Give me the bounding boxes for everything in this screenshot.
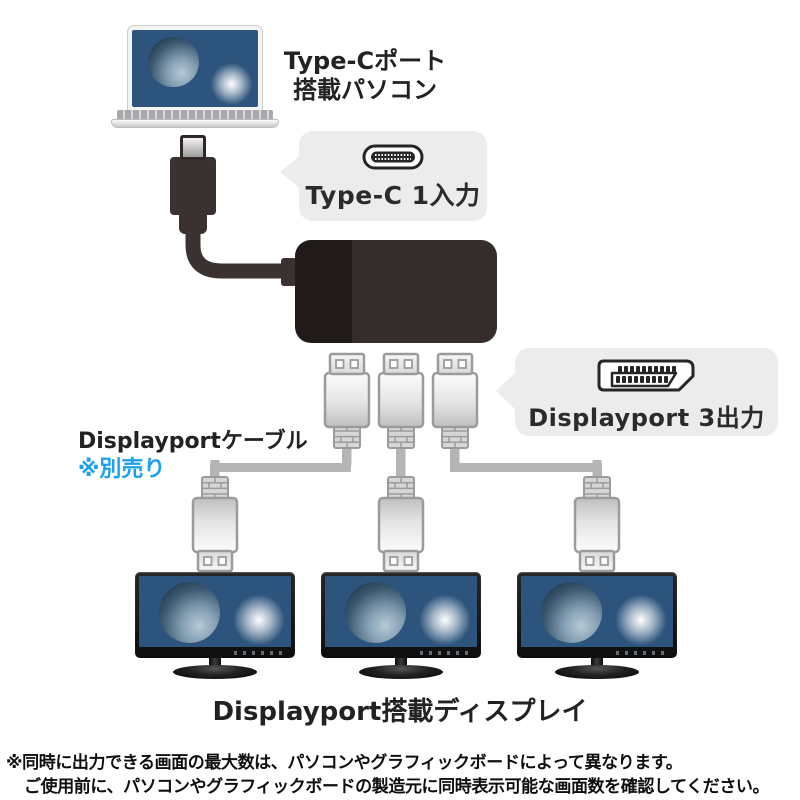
typec-callout-label: Type-C 1入力	[305, 181, 481, 210]
monitor-frame	[321, 572, 481, 658]
dp-cable-segment	[450, 463, 602, 472]
displayport-plug-down	[191, 460, 239, 573]
laptop-base	[111, 119, 279, 128]
monitor-1	[135, 572, 295, 679]
dp-cable-label: Displayportケーブル	[78, 429, 308, 454]
monitor-frame	[135, 572, 295, 658]
footnote-line2: ご使用前に、パソコンやグラフィックボードの製造元に同時表示可能な画面数を確認して…	[24, 777, 770, 797]
monitor-screen-image	[139, 576, 291, 647]
laptop-label-line2: 搭載パソコン	[293, 76, 437, 104]
laptop-screen-image	[132, 30, 258, 107]
laptop-illustration	[127, 25, 263, 112]
displayport-output-callout: Displayport 3出力	[496, 348, 778, 436]
monitor-screen-image	[521, 576, 673, 647]
usb-c-plug-neck	[179, 213, 207, 234]
laptop-label-line1: Type-Cポート	[283, 47, 447, 75]
dp-cable-segment	[210, 463, 351, 472]
monitor-screen-image	[325, 576, 477, 647]
monitor-2	[321, 572, 481, 679]
mst-adapter-illustration	[295, 240, 497, 343]
displayport-plug-up	[377, 352, 425, 465]
usb-c-plug-illustration	[170, 157, 216, 215]
displayport-plug-up	[431, 352, 479, 465]
monitor-control-buttons	[234, 651, 286, 655]
dp-cable-sold-separately-note: ※別売り	[78, 457, 166, 482]
displayport-plug-down	[573, 460, 621, 573]
laptop-keyboard	[117, 110, 273, 121]
adapter-input-stub	[281, 258, 298, 286]
laptop-label: Type-Cポート 搭載パソコン	[265, 47, 465, 105]
usb-c-cord	[185, 217, 296, 279]
displayport-port-icon	[597, 359, 694, 392]
usb-c-plug-tip	[180, 135, 206, 160]
footnote-line1: ※同時に出力できる画面の最大数は、パソコンやグラフィックボードによって異なります…	[6, 753, 683, 773]
monitor-stand-base	[555, 665, 639, 679]
monitor-3	[517, 572, 677, 679]
callout-arrow	[496, 371, 517, 411]
display-label: Displayport搭載ディスプレイ	[212, 697, 588, 727]
displayport-plug-up	[323, 352, 371, 465]
monitor-stand-base	[173, 665, 257, 679]
monitor-stand-neck	[395, 658, 407, 667]
displayport-callout-label: Displayport 3出力	[528, 404, 765, 432]
monitor-control-buttons	[420, 651, 472, 655]
monitor-control-buttons	[616, 651, 668, 655]
typec-input-callout: Type-C 1入力	[280, 131, 487, 221]
displayport-plug-down	[377, 460, 425, 573]
callout-arrow	[280, 155, 301, 189]
monitor-stand-base	[359, 665, 443, 679]
usb-type-c-port-icon	[362, 144, 424, 170]
monitor-stand-neck	[209, 658, 221, 667]
monitor-stand-neck	[591, 658, 603, 667]
monitor-frame	[517, 572, 677, 658]
